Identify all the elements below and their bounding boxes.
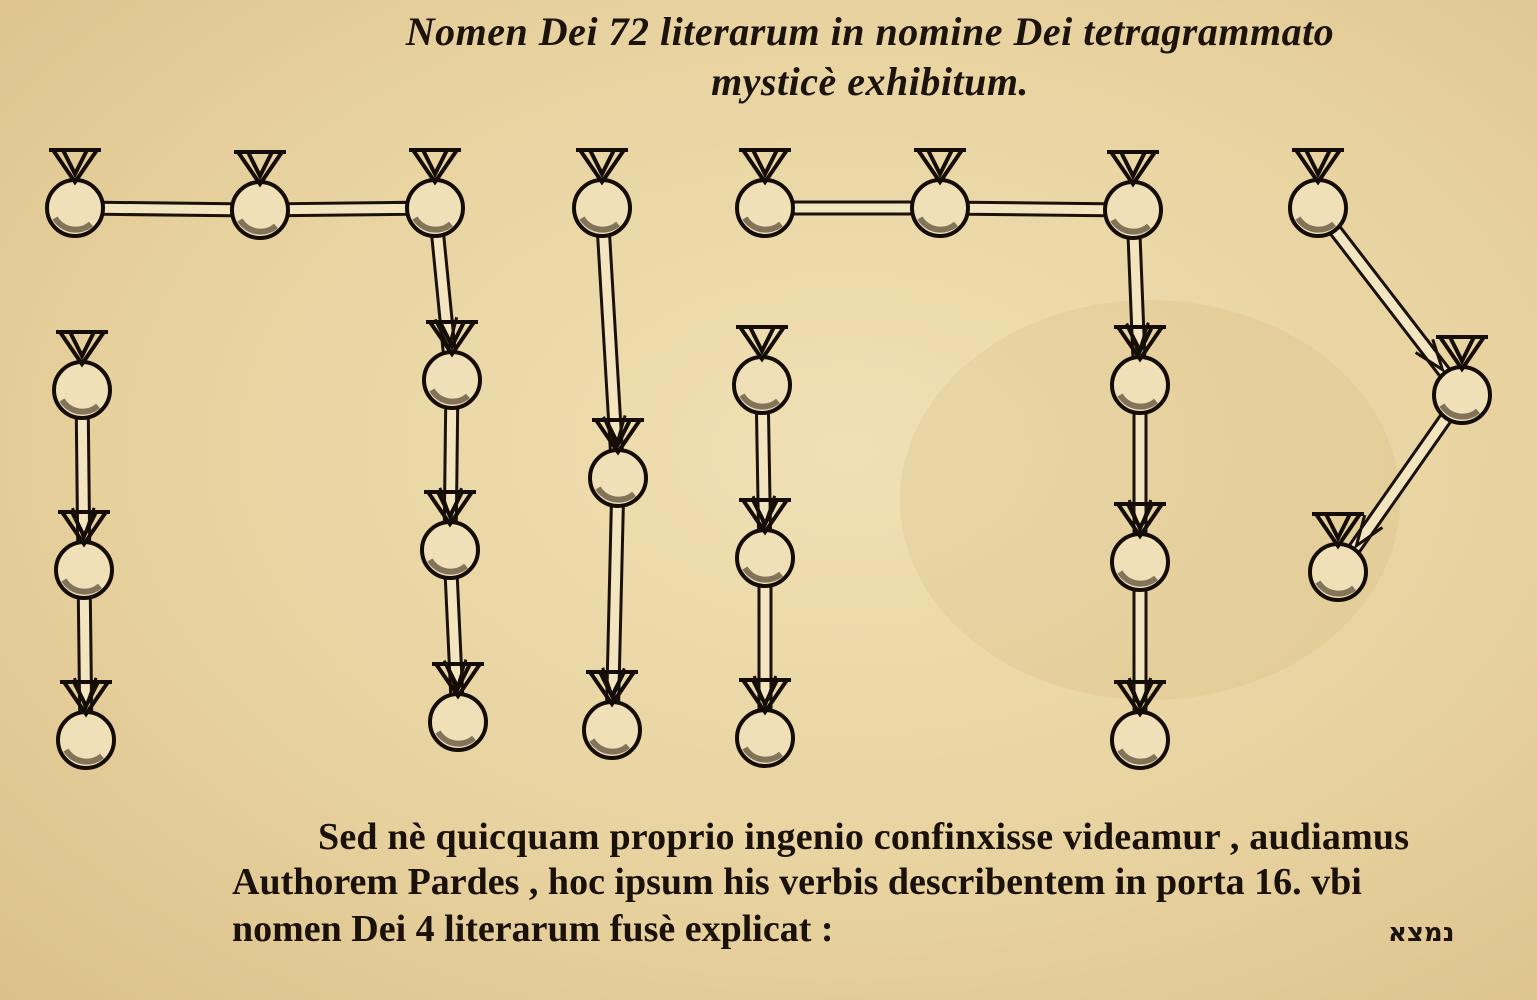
connector-bar: [1347, 412, 1453, 555]
connector-bar: [1328, 224, 1452, 379]
node-shading: [1117, 570, 1158, 587]
diagram-title-continued: mysticè exhibitum.: [711, 59, 1029, 104]
crown-chevron-icon: [1114, 502, 1166, 540]
crown-chevron-icon: [739, 498, 791, 536]
node-shading: [1315, 580, 1356, 597]
crown-chevron-icon: [432, 662, 484, 700]
node-shading: [412, 216, 453, 233]
arrowhead-icon: [1414, 338, 1446, 374]
crown-chevron-icon: [234, 150, 286, 188]
crown-chevron-icon: [424, 490, 476, 528]
node-shading: [742, 216, 783, 233]
node-shading: [435, 730, 476, 747]
hebrew-catchword: נמצא: [1388, 918, 1455, 948]
crown-chevron-icon: [56, 330, 108, 368]
body-text-line: nomen Dei 4 literarum fusè explicat :: [232, 908, 834, 950]
crown-chevron-icon: [1312, 512, 1364, 550]
crown-chevron-icon: [576, 148, 628, 186]
crown-chevron-icon: [739, 678, 791, 716]
node-shading: [917, 216, 958, 233]
arrowhead-icon: [1353, 514, 1384, 550]
node-shading: [427, 558, 468, 575]
crown-chevron-icon: [1436, 335, 1488, 373]
node-shading: [1117, 393, 1158, 410]
body-text-line: Authorem Pardes , hoc ipsum his verbis d…: [232, 861, 1362, 903]
node-shading: [579, 216, 620, 233]
node-shading: [237, 218, 278, 235]
crown-chevron-icon: [592, 418, 644, 456]
crown-chevron-icon: [58, 510, 110, 548]
node-shading: [742, 566, 783, 583]
crown-chevron-icon: [409, 148, 461, 186]
crown-chevron-icon: [426, 320, 478, 358]
node-shading: [61, 578, 102, 595]
node-shading: [429, 388, 470, 405]
crown-chevron-icon: [914, 148, 966, 186]
node-shading: [1117, 748, 1158, 765]
connector-bar: [101, 200, 234, 218]
connector-bar: [966, 200, 1107, 218]
crown-chevron-icon: [60, 680, 112, 718]
crown-chevron-icon: [1292, 148, 1344, 186]
node-shading: [59, 398, 100, 415]
node-shading: [1295, 216, 1336, 233]
diagram-title: Nomen Dei 72 literarum in nomine Dei tet…: [405, 9, 1335, 54]
crown-chevron-icon: [1114, 680, 1166, 718]
crown-chevron-icon: [1107, 150, 1159, 188]
node-shading: [739, 393, 780, 410]
node-shading: [1110, 218, 1151, 235]
node-shading: [589, 738, 630, 755]
connector-bar: [286, 200, 409, 218]
crown-chevron-icon: [1114, 325, 1166, 363]
tetragrammaton-node-diagram: [45, 148, 1492, 770]
node-shading: [1439, 403, 1480, 420]
node-shading: [63, 748, 104, 765]
node-shading: [52, 216, 93, 233]
node-shading: [742, 746, 783, 763]
crown-chevron-icon: [586, 670, 638, 708]
node-shading: [595, 486, 636, 503]
crown-chevron-icon: [739, 148, 791, 186]
crown-chevron-icon: [736, 325, 788, 363]
connector-bar: [791, 200, 914, 216]
crown-chevron-icon: [49, 148, 101, 186]
body-text-line: Sed nè quicquam proprio ingenio confinxi…: [318, 816, 1410, 858]
